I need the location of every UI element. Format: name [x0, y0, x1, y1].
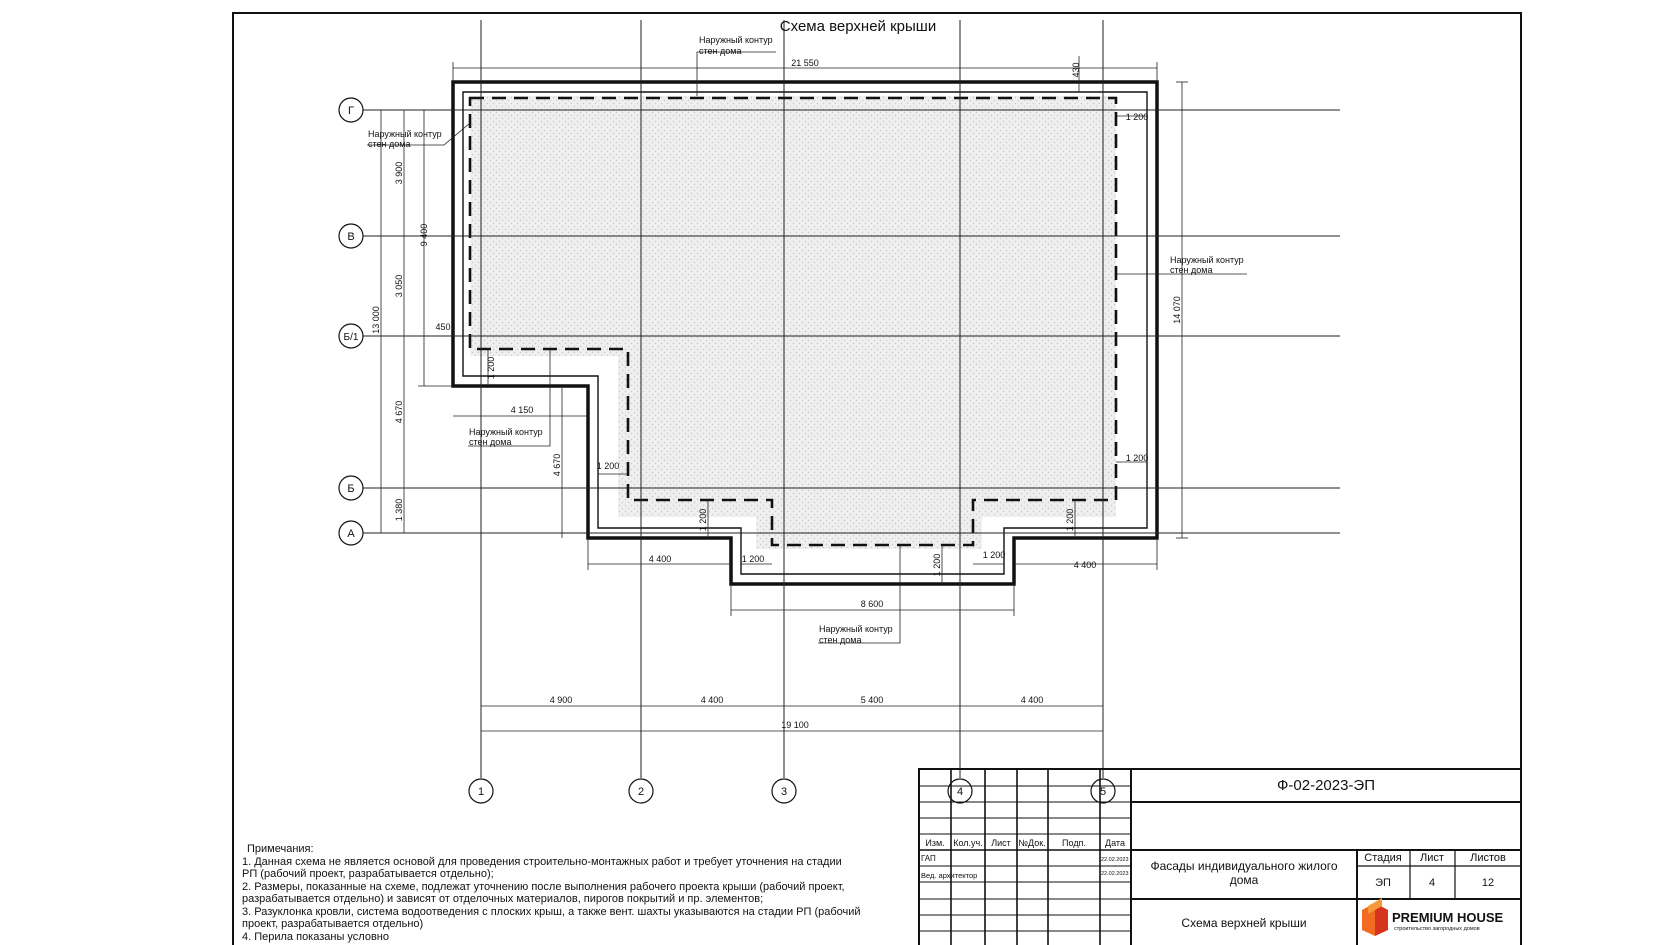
- tb-role-gap: ГАП: [921, 854, 936, 863]
- dim-axis-1-2: 4 900: [550, 695, 573, 705]
- dim-left-a: 3 900: [394, 162, 404, 185]
- sheet-frame: [232, 12, 1522, 945]
- annotation-left-2: стен дома: [368, 139, 410, 149]
- axis-number-4: 4: [957, 786, 963, 798]
- drawing-title: Схема верхней крыши: [780, 18, 936, 35]
- title-block: [918, 768, 1522, 945]
- tb-head-date: Дата: [1105, 838, 1125, 848]
- note-line-4: разрабатывается отдельно) и зависят от о…: [242, 893, 763, 905]
- dim-bot-1200-a: 1 200: [742, 554, 765, 564]
- axis-number-5: 5: [1100, 786, 1106, 798]
- dim-right-total: 14 070: [1172, 296, 1182, 324]
- dim-bot-1200-d: 1 200: [932, 554, 942, 577]
- axis-letter-b: Б: [347, 483, 354, 495]
- dim-step-h: 4 670: [552, 454, 562, 477]
- dim-right-top: 1 200: [1126, 112, 1149, 122]
- axis-letter-g: Г: [348, 105, 354, 117]
- dim-step-w: 4 150: [511, 405, 534, 415]
- company-tagline: строительство загородных домов: [1394, 926, 1480, 932]
- dim-left-c: 4 670: [394, 401, 404, 424]
- notes-heading: Примечания:: [247, 843, 314, 855]
- tb-head-podp: Подп.: [1062, 838, 1086, 848]
- company-name: PREMIUM HOUSE: [1392, 910, 1504, 925]
- dim-left-b: 3 050: [394, 275, 404, 298]
- dim-bot-center: 8 600: [861, 599, 884, 609]
- tb-project-1: Фасады индивидуального жилого: [1150, 859, 1337, 873]
- grid-number-bubbles: [468, 778, 1116, 804]
- dim-top-offset: 430: [1071, 62, 1081, 77]
- tb-project-2: дома: [1230, 873, 1259, 887]
- notes: Примечания: 1. Данная схема не является …: [242, 843, 861, 943]
- dim-axis-3-4: 5 400: [861, 695, 884, 705]
- roof-fill: [470, 96, 1116, 549]
- note-line-1: 1. Данная схема не является основой для …: [242, 856, 842, 868]
- parapet-line: [462, 91, 1148, 575]
- leader-lines: [367, 51, 1247, 644]
- tb-stage-value: ЭП: [1375, 877, 1391, 889]
- annotation-step-2: стен дома: [469, 437, 511, 447]
- wall-contour-dashed: [468, 96, 1118, 547]
- company-logo: PREMIUM HOUSE строительство загородных д…: [1362, 898, 1504, 936]
- dim-axis-total: 19 100: [781, 720, 809, 730]
- note-line-2: РП (рабочий проект, разрабатывается отде…: [242, 868, 494, 880]
- axis-letter-b1: Б/1: [344, 332, 359, 343]
- annotation-right-2: стен дома: [1170, 265, 1212, 275]
- annotation-top-1: Наружный контур: [699, 35, 773, 45]
- tb-head-list: Лист: [991, 838, 1011, 848]
- axis-letter-v: В: [347, 231, 354, 243]
- tb-date-2: 22.02.2023: [1101, 871, 1129, 877]
- tb-date-1: 22.02.2023: [1101, 857, 1129, 863]
- note-line-6: проект, разрабатывается отдельно): [242, 918, 423, 930]
- tb-stage-label: Стадия: [1364, 852, 1402, 864]
- annotation-left-1: Наружный контур: [368, 129, 442, 139]
- annotation-bottom-2: стен дома: [819, 635, 861, 645]
- dim-left-total: 13 000: [371, 306, 381, 334]
- dim-bot-1200-e: 1 200: [1065, 509, 1075, 532]
- annotation-top-2: стен дома: [699, 46, 741, 56]
- tb-head-kol: Кол.уч.: [953, 838, 983, 848]
- tb-code: Ф-02-2023-ЭП: [1277, 777, 1375, 794]
- dim-left-mid: 9 400: [419, 224, 429, 247]
- grid-letter-bubbles: [338, 97, 364, 546]
- dim-axis-2-3: 4 400: [701, 695, 724, 705]
- dim-right-bottom: 1 200: [1126, 453, 1149, 463]
- dim-step-1200: 1 200: [597, 461, 620, 471]
- axis-number-2: 2: [638, 786, 644, 798]
- tb-sheet-label: Лист: [1420, 852, 1444, 864]
- tb-sheet-value: 4: [1429, 877, 1435, 889]
- note-line-7: 4. Перила показаны условно: [242, 931, 389, 943]
- tb-sheets-label: Листов: [1470, 852, 1506, 864]
- note-line-5: 3. Разуклонка кровли, система водоотведе…: [242, 906, 861, 918]
- dim-left-step: 450: [435, 322, 450, 332]
- note-line-3: 2. Размеры, показанные на схеме, подлежа…: [242, 881, 845, 893]
- tb-role-arch: Вед. архитектор: [921, 871, 977, 880]
- dim-bot-1200-b: 1 200: [983, 550, 1006, 560]
- dim-bot-right: 4 400: [1074, 560, 1097, 570]
- axis-letter-a: А: [347, 528, 355, 540]
- tb-sheets-value: 12: [1482, 877, 1494, 889]
- annotation-step-1: Наружный контур: [469, 427, 543, 437]
- grid-lines-vertical: [480, 20, 1104, 778]
- dim-bot-1200-c: 1 200: [698, 509, 708, 532]
- tb-head-doc: №Док.: [1018, 838, 1045, 848]
- dim-left-step-v: 1 200: [486, 357, 496, 380]
- dimension-lines: [375, 56, 1188, 732]
- axis-number-3: 3: [781, 786, 787, 798]
- annotation-bottom-1: Наружный контур: [819, 624, 893, 634]
- dim-left-d: 1 380: [394, 499, 404, 522]
- tb-head-izm: Изм.: [925, 838, 944, 848]
- annotation-right-1: Наружный контур: [1170, 255, 1244, 265]
- dim-axis-4-5: 4 400: [1021, 695, 1044, 705]
- axis-number-1: 1: [478, 786, 484, 798]
- dim-bot-left: 4 400: [649, 554, 672, 564]
- grid-lines-horizontal: [363, 109, 1340, 534]
- dim-top: 21 550: [791, 58, 819, 68]
- tb-sheet-title: Схема верхней крыши: [1181, 916, 1306, 930]
